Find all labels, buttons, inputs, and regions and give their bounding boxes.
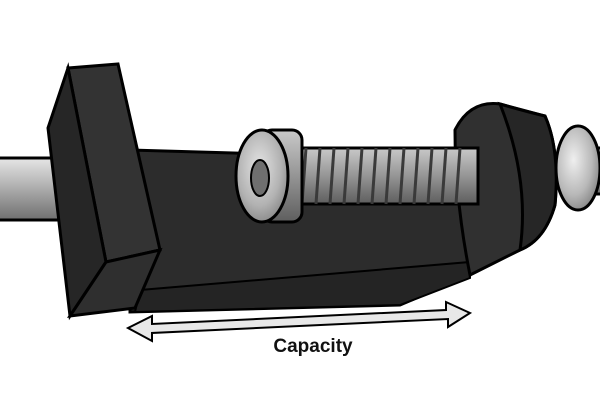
capacity-label: Capacity [273,336,353,357]
swivel-pad [554,124,600,212]
capacity-arrow [125,300,473,343]
screw [288,146,480,206]
moving-jaw [453,101,558,278]
fixed-jaw [46,62,163,321]
screw-head [234,128,304,224]
